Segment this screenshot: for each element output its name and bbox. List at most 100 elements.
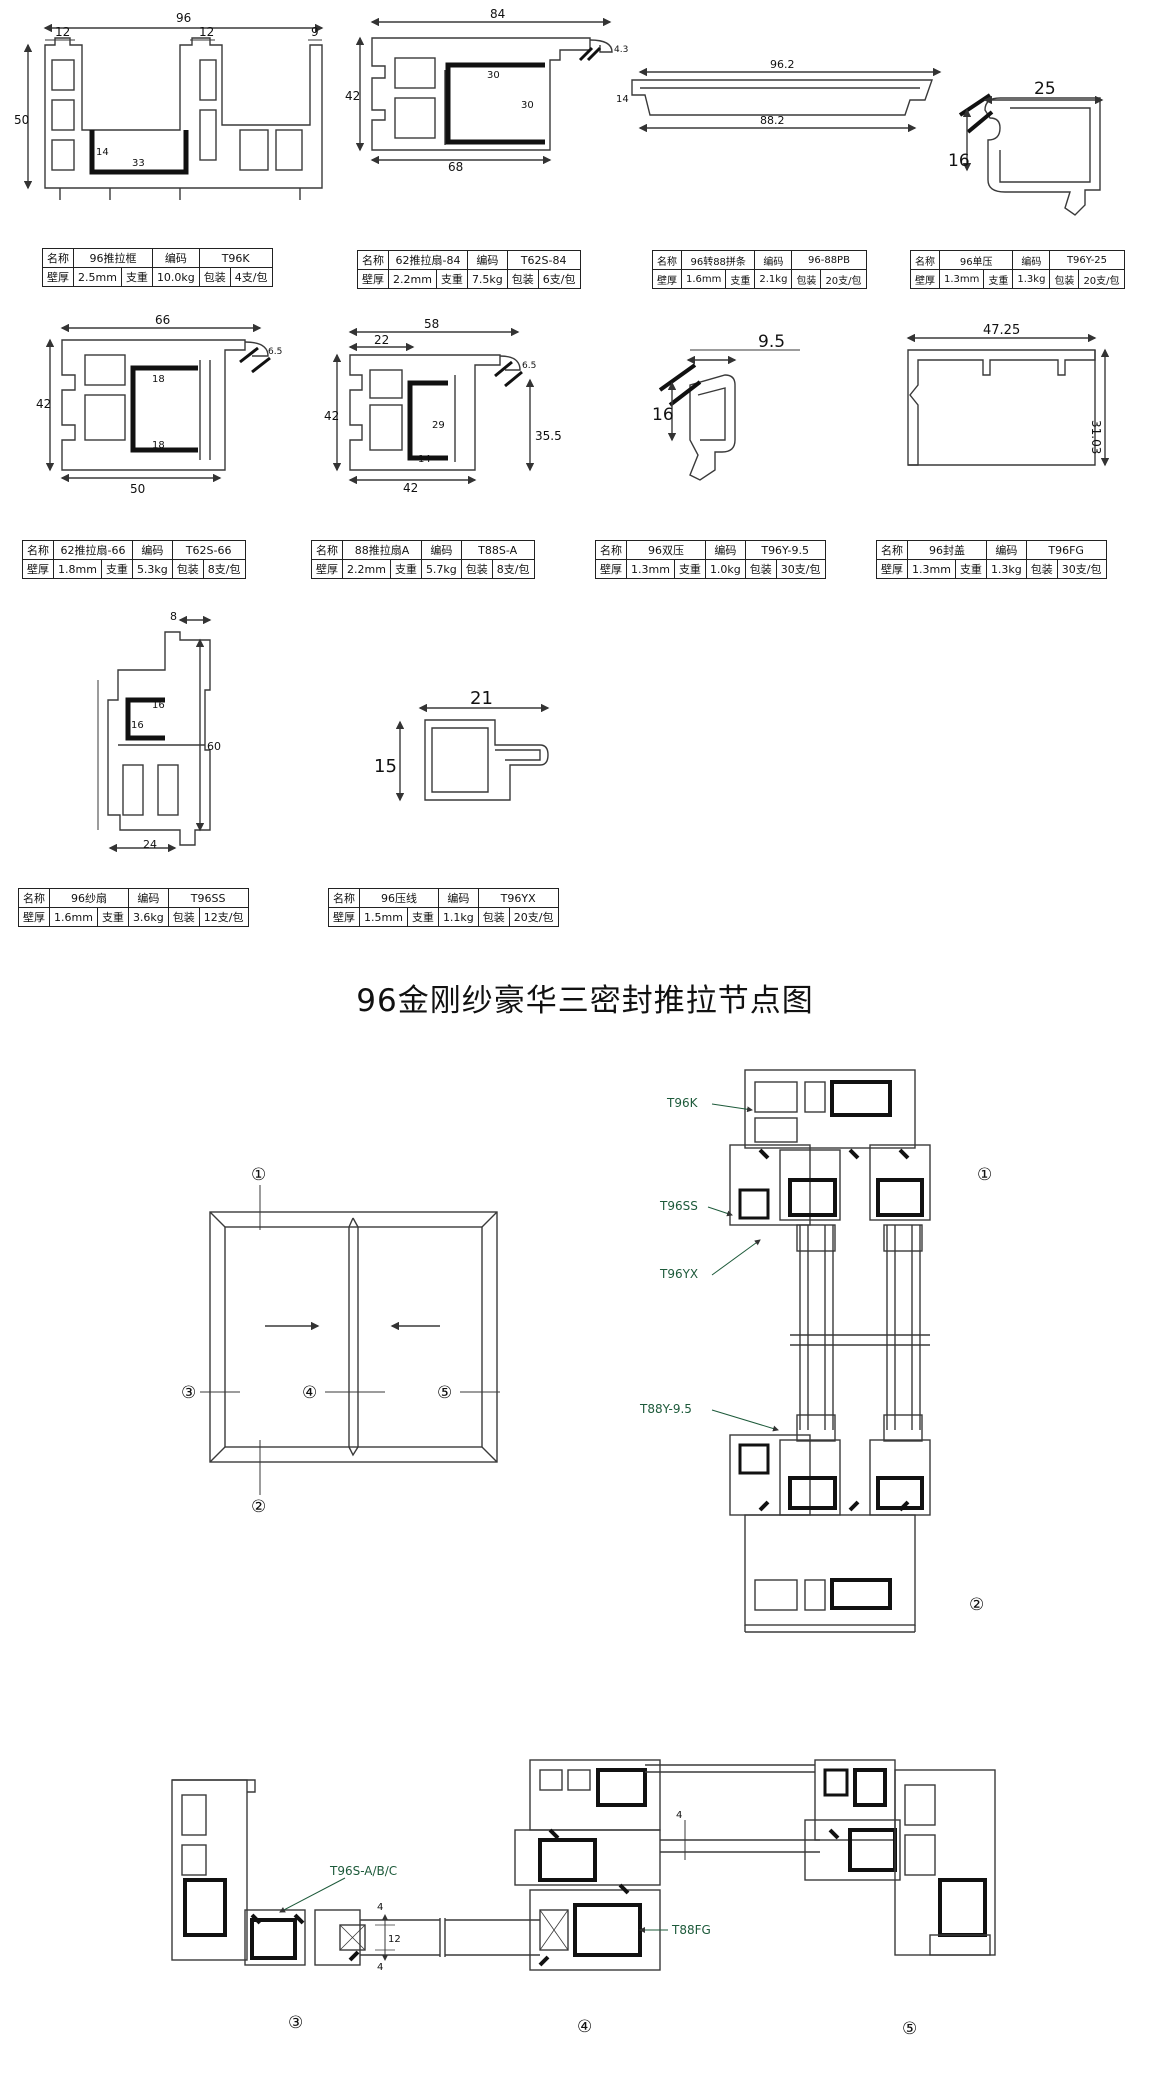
spec-name: 62推拉扇-84 [388,250,468,270]
callout-t96k: T96K [666,1096,699,1110]
spec-thick: 1.5mm [359,907,408,927]
profile-t96y95-drawing [658,349,800,481]
elevation-marker-1: ① [251,1165,266,1185]
spec-name: 88推拉扇A [342,540,422,560]
profile-t96fg-drawing [906,333,1110,467]
t96ss-dim-height: 60 [207,740,221,753]
t96k-dim-right: 9 [311,25,319,39]
t62s84-dim-width: 84 [490,7,505,21]
spec-cell: 壁厚 [357,269,389,289]
t88sa-dim-right: 35.5 [535,429,562,443]
spec-cell: 编码 [127,888,169,908]
vertical-section [707,1069,931,1633]
t88sa-dim-steel-h: 29 [432,420,445,431]
spec-weight: 7.5kg [466,269,508,289]
t62s84-dim-bottom: 68 [448,160,463,174]
t88sa-dim-steel-w: 14 [418,454,431,465]
spec-name: 96转88拼条 [680,250,756,270]
t96k-dim-mid: 12 [199,25,214,39]
spec-weight: 10.0kg [151,267,200,287]
t88sa-dim-lip: 6.5 [522,361,536,371]
spec-cell: 支重 [96,907,129,927]
spec-cell: 壁厚 [652,269,682,289]
spec-cell: 包装 [460,559,493,579]
t96y95-dim-height: 16 [652,405,674,425]
section-vertical-marker-2: ② [969,1595,984,1615]
profile-b96pb-drawing [631,67,942,133]
spec-pack: 8支/包 [202,559,246,579]
spec-weight: 1.0kg [704,559,746,579]
spec-thick: 2.5mm [73,267,122,287]
t88sa-dim-height: 42 [324,409,339,423]
spec-cell: 包装 [198,267,231,287]
spec-pack: 20支/包 [820,269,867,289]
spec-thick: 1.8mm [53,559,102,579]
spec-cell: 名称 [328,888,360,908]
t96ss-dim-steel-w: 16 [152,700,165,711]
t96k-dim-width: 96 [176,11,191,25]
t88sa-dim-top: 22 [374,333,389,347]
spec-pack: 4支/包 [229,267,273,287]
spec-cell: 名称 [42,248,74,268]
spec-cell: 包装 [506,269,539,289]
spec-cell: 支重 [673,559,706,579]
t62s84-dim-height: 42 [345,89,360,103]
spec-cell: 壁厚 [22,559,54,579]
window-elevation [200,1185,500,1495]
profile-t88sa-drawing [332,327,535,485]
spec-code: 96-88PB [791,250,867,270]
elevation-marker-5: ⑤ [437,1383,452,1403]
spec-cell: 壁厚 [328,907,360,927]
spec-cell: 编码 [985,540,1027,560]
callout-t96yx: T96YX [659,1267,698,1281]
spec-name: 96推拉框 [73,248,153,268]
t62s66-dim-height: 42 [36,397,51,411]
b96pb-dim-top: 96.2 [770,58,795,71]
hsection-marker-5: ⑤ [902,2019,917,2039]
hsection-marker-3: ③ [288,2013,303,2033]
t96k-dim-left: 12 [55,25,70,39]
t62s66-dim-lip: 6.5 [268,347,282,357]
spec-cell: 壁厚 [595,559,627,579]
spec-thick: 2.2mm [388,269,437,289]
spec-cell: 编码 [704,540,746,560]
spec-cell: 包装 [477,907,510,927]
t96fg-dim-width: 47.25 [983,323,1020,338]
spec-cell: 支重 [983,269,1014,289]
spec-weight: 5.7kg [420,559,462,579]
t96yx-dim-height: 15 [374,756,397,777]
t96y95-dim-width: 9.5 [758,332,785,352]
spec-weight: 5.3kg [131,559,173,579]
elevation-marker-3: ③ [181,1383,196,1403]
callout-t88y95: T88Y-9.5 [639,1402,692,1416]
t96k-dim-height: 50 [14,113,29,127]
hsection-dim-gap: 4 [676,1810,682,1821]
spec-cell: 编码 [1012,250,1051,270]
spec-code: T96SS [167,888,249,908]
spec-cell: 编码 [754,250,793,270]
spec-weight: 3.6kg [127,907,169,927]
elevation-marker-4: ④ [302,1383,317,1403]
callout-t88fg: T88FG [671,1923,711,1937]
horizontal-section [171,1759,996,1971]
t96yx-dim-width: 21 [470,688,493,709]
spec-cell: 包装 [171,559,204,579]
spec-cell: 支重 [725,269,756,289]
spec-cell: 壁厚 [42,267,74,287]
t96ss-dim-top: 8 [170,610,177,623]
t96y25-dim-height: 16 [948,151,970,171]
callout-t96sabc: T96S-A/B/C [329,1864,397,1878]
profile-t96k-drawing [23,23,324,200]
t88sa-dim-bottom: 42 [403,481,418,495]
t96k-dim-steel-h: 14 [96,147,109,158]
t62s84-dim-steel-w: 30 [487,70,500,81]
t62s66-dim-steel-b: 18 [152,440,165,451]
spec-cell: 支重 [435,269,468,289]
spec-code: T62S-84 [506,250,581,270]
profile-t96y25-drawing [958,93,1104,216]
